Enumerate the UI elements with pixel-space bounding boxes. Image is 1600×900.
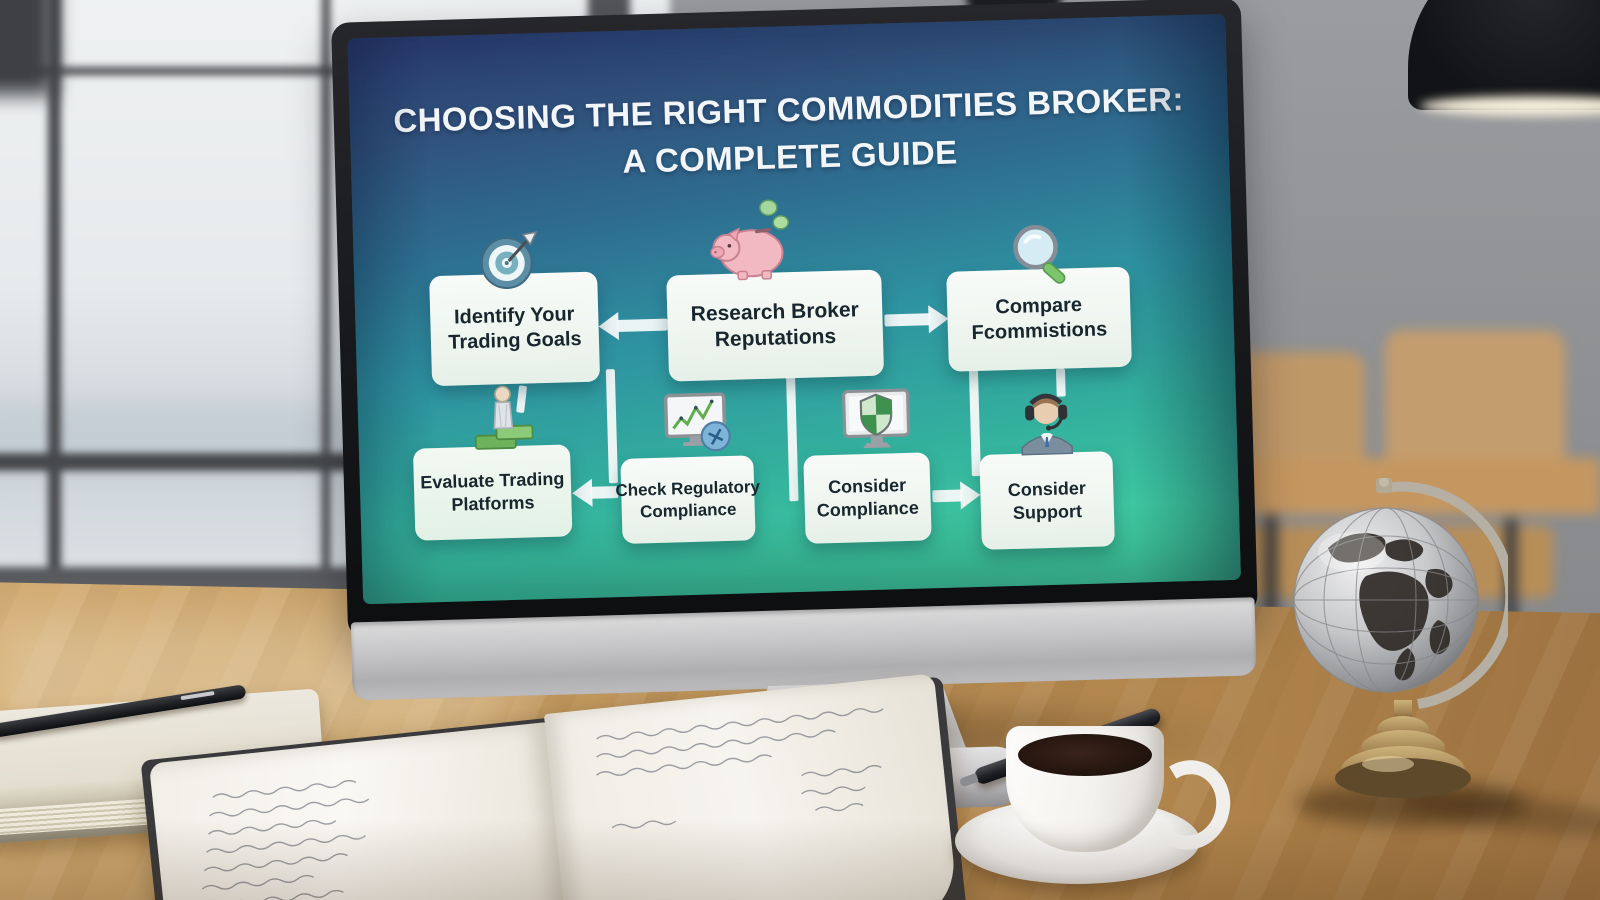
background-chair [1385,330,1565,475]
pen-clip [180,690,215,701]
desk-globe [1288,477,1516,818]
handwriting-scribbles [199,779,370,900]
monitor-chart-icon [657,390,737,467]
flow-box-label: Reputations [714,324,837,352]
magnifying-glass-icon [1001,220,1073,297]
support-agent-icon [1010,386,1082,461]
window-frame-corner [0,0,55,95]
target-dart-icon [477,227,543,298]
flow-box-label: Check Regulatory [615,476,761,500]
flow-box-label: Consider [1007,477,1087,500]
flow-box-label: Consider [827,474,907,498]
handwriting-scribbles [596,708,884,829]
flow-box-label: Compare [995,294,1083,319]
flow-box-label: Evaluate Trading [420,468,565,493]
arrow-into-support [932,489,963,503]
notebook-right-page [543,673,1163,900]
arrow-center-to-compare [884,313,931,327]
connector-down-left [605,369,618,484]
connector-down-center [786,376,799,502]
flow-box-consider-support: Consider Support [979,451,1115,550]
arrow-center-to-identify [617,318,668,332]
flow-box-evaluate-trading-platforms: Evaluate Trading Platforms [412,444,573,541]
flow-box-label: Compliance [639,499,737,521]
arrow-into-evaluate [590,486,619,499]
flow-box-label: Support [1012,500,1083,523]
open-notebook [139,659,1163,900]
flow-box-consider-compliance: Consider Compliance [803,452,932,544]
flow-box-label: Identify Your [453,303,575,329]
piggy-bank-icon [702,198,800,288]
connector-down-right [968,353,981,477]
window-mullion [322,0,330,605]
flow-box-label: Compliance [816,497,920,521]
flow-box-check-regulatory-compliance: Check Regulatory Compliance [615,455,760,544]
flow-box-label: Trading Goals [447,327,582,354]
flow-box-label: Platforms [451,492,535,515]
monitor-screen: CHOOSING THE RIGHT COMMODITIES BROKER: A… [347,13,1241,605]
infographic-title: CHOOSING THE RIGHT COMMODITIES BROKER: A… [349,74,1229,192]
arrowhead-left [598,311,619,341]
shield-monitor-icon [837,385,915,462]
person-podium-icon [469,383,539,456]
pendant-lamp [1408,0,1600,110]
coffee-surface [1018,734,1152,776]
lamp-glow [1420,96,1600,116]
notebook-left-page [148,722,572,900]
arrowhead-left [571,478,593,508]
monitor: CHOOSING THE RIGHT COMMODITIES BROKER: A… [331,0,1263,823]
desk-front-shade [0,820,1600,900]
arrowhead-right [960,480,981,510]
arrowhead-right [928,304,949,334]
flow-box-label: Fcommistions [971,318,1108,345]
flow-box-research-broker-reputations: Research Broker Reputations [666,269,885,382]
